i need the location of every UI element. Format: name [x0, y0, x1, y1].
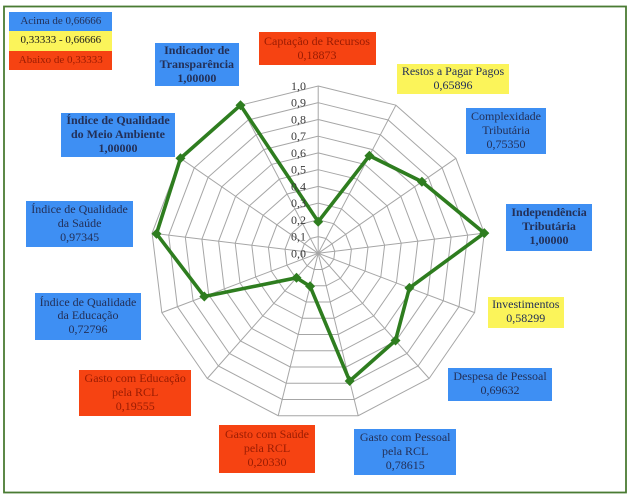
svg-text:0,4: 0,4 — [291, 179, 306, 193]
svg-text:1,0: 1,0 — [291, 79, 306, 93]
svg-text:0,0: 0,0 — [291, 246, 306, 260]
svg-text:0,1: 0,1 — [291, 230, 306, 244]
svg-text:0,5: 0,5 — [291, 163, 306, 177]
svg-text:0,9: 0,9 — [291, 96, 306, 110]
svg-text:0,3: 0,3 — [291, 196, 306, 210]
svg-text:0,7: 0,7 — [291, 129, 306, 143]
svg-text:0,8: 0,8 — [291, 113, 306, 127]
svg-text:0,6: 0,6 — [291, 146, 306, 160]
svg-text:0,2: 0,2 — [291, 213, 306, 227]
